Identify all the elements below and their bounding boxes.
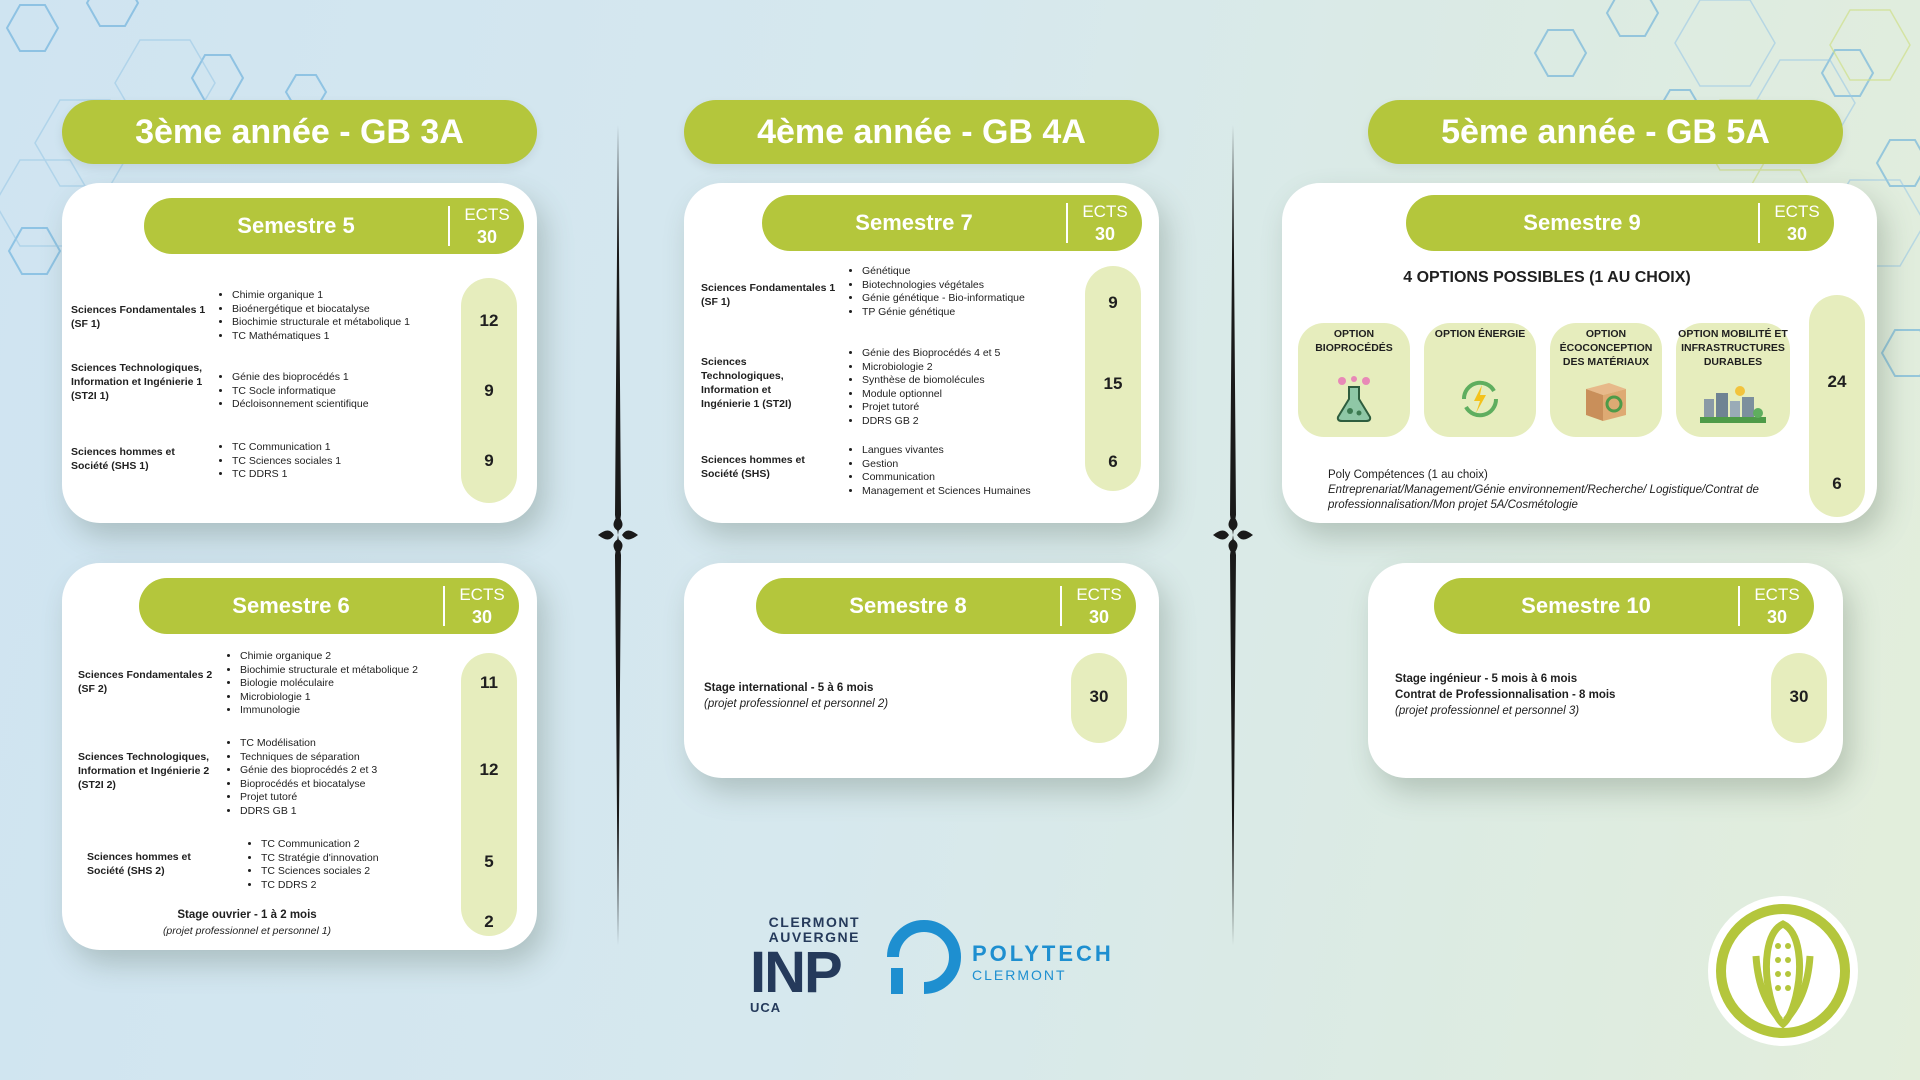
credits-value: 30 [1789,687,1809,706]
module-list: Chimie organique 2Biochimie structurale … [225,650,418,718]
module-label: Sciences Fondamentales 1 (SF 1) [71,304,206,330]
credits-value: 9 [484,381,494,400]
module-label: Sciences hommes et Société (SHS 2) [87,851,191,877]
corn-badge [1708,896,1858,1046]
credits-column [1085,266,1141,491]
credits-value: 24 [1827,372,1847,391]
credits-value: 6 [1832,474,1842,493]
module-list: GénétiqueBiotechnologies végétalesGénie … [847,265,1025,319]
semester-name: Semestre 5 [237,213,355,238]
year-title-3a: 3ème année - GB 3A [62,100,537,164]
stage-info: Stage ouvrier - 1 à 2 mois(projet profes… [162,909,332,937]
option-ecoconception: OPTION ÉCOCONCEPTION DES MATÉRIAUX [1550,323,1662,437]
semester-name: Semestre 8 [849,593,967,618]
corn-icon [1716,904,1850,1038]
credits-value: 5 [484,852,494,871]
credits-value: 30 [1089,687,1109,706]
semester-name: Semestre 10 [1521,593,1651,618]
semester-name: Semestre 9 [1523,210,1641,235]
credits-value: 15 [1103,374,1123,393]
credits-column [461,278,517,503]
options-title: 4 OPTIONS POSSIBLES (1 AU CHOIX) [1403,269,1691,286]
option-energie: OPTION ÉNERGIE [1424,323,1536,437]
credits-value: 9 [1108,293,1118,312]
credits-value: 2 [484,912,494,931]
module-list: Génie des Bioprocédés 4 et 5Microbiologi… [847,347,1000,429]
polytech-logo: POLYTECH CLERMONT [972,941,1114,983]
flask-icon [1336,376,1372,422]
module-label: Sciences Technologiques, Information et … [78,751,210,791]
credits-value: 6 [1108,452,1118,471]
credits-column [1071,653,1127,743]
credits-value: 11 [480,673,498,692]
module-label: Sciences hommes et Société (SHS 1) [71,446,175,472]
box-recycle-icon [1586,383,1626,421]
module-label: Sciences Technologiques, Information et … [701,356,792,410]
module-label: Sciences Fondamentales 2 (SF 2) [78,669,213,695]
module-list: Génie des bioprocédés 1TC Socle informat… [217,371,369,412]
module-list: Chimie organique 1Bioénergétique et bioc… [217,289,410,343]
module-list: TC Communication 2TC Stratégie d'innovat… [246,838,379,892]
city-icon [1700,386,1766,423]
credits-column [1809,295,1865,517]
column-divider [1213,125,1253,945]
poly-competences: Poly Compétences (1 au choix)Entreprenar… [1328,469,1759,511]
year-title-4a: 4ème année - GB 4A [684,100,1159,164]
semester-name: Semestre 6 [232,593,350,618]
semester-name: Semestre 7 [855,210,973,235]
module-label: Sciences Fondamentales 1 (SF 1) [701,282,836,308]
year-title-5a: 5ème année - GB 5A [1368,100,1843,164]
stage-info: Stage international - 5 à 6 mois(projet … [704,682,889,710]
module-list: TC ModélisationTechniques de séparationG… [225,737,377,819]
credits-value: 12 [479,760,499,779]
polytech-logo-icon [887,920,961,994]
credits-value: 12 [479,311,499,330]
module-list: TC Communication 1TC Sciences sociales 1… [217,441,341,482]
module-label: Sciences Technologiques, Information et … [71,362,203,402]
column-divider [598,125,638,945]
clermont-inp-logo: CLERMONT AUVERGNE INP UCA [750,914,860,1015]
credits-column [1771,653,1827,743]
module-list: Langues vivantesGestionCommunicationMana… [847,444,1031,498]
option-mobilite: OPTION MOBILITÉ ET INFRASTRUCTURES DURAB… [1676,323,1790,437]
energy-icon [1461,380,1499,418]
module-label: Sciences hommes et Société (SHS) [701,454,805,480]
option-bioprocedes: OPTION BIOPROCÉDÉS [1298,323,1410,437]
credits-value: 9 [484,451,494,470]
credits-column [461,653,517,936]
